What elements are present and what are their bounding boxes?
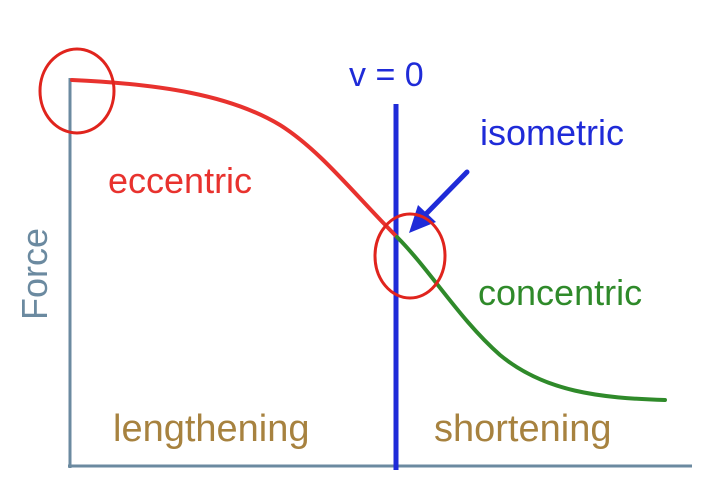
isometric-arrow — [421, 169, 470, 219]
shortening-label: shortening — [434, 408, 611, 450]
eccentric-label: eccentric — [108, 160, 252, 201]
v-zero-label: v = 0 — [349, 56, 424, 94]
eccentric-curve — [70, 78, 399, 239]
highlight-circle-origin — [38, 47, 116, 135]
force-axis-label: Force — [14, 228, 55, 320]
lengthening-label: lengthening — [113, 408, 310, 450]
isometric-arrowhead — [409, 205, 436, 233]
highlight-circle-isometric — [373, 212, 447, 300]
concentric-label: concentric — [478, 272, 642, 313]
isometric-label: isometric — [480, 112, 624, 153]
concentric-curve — [395, 235, 667, 402]
